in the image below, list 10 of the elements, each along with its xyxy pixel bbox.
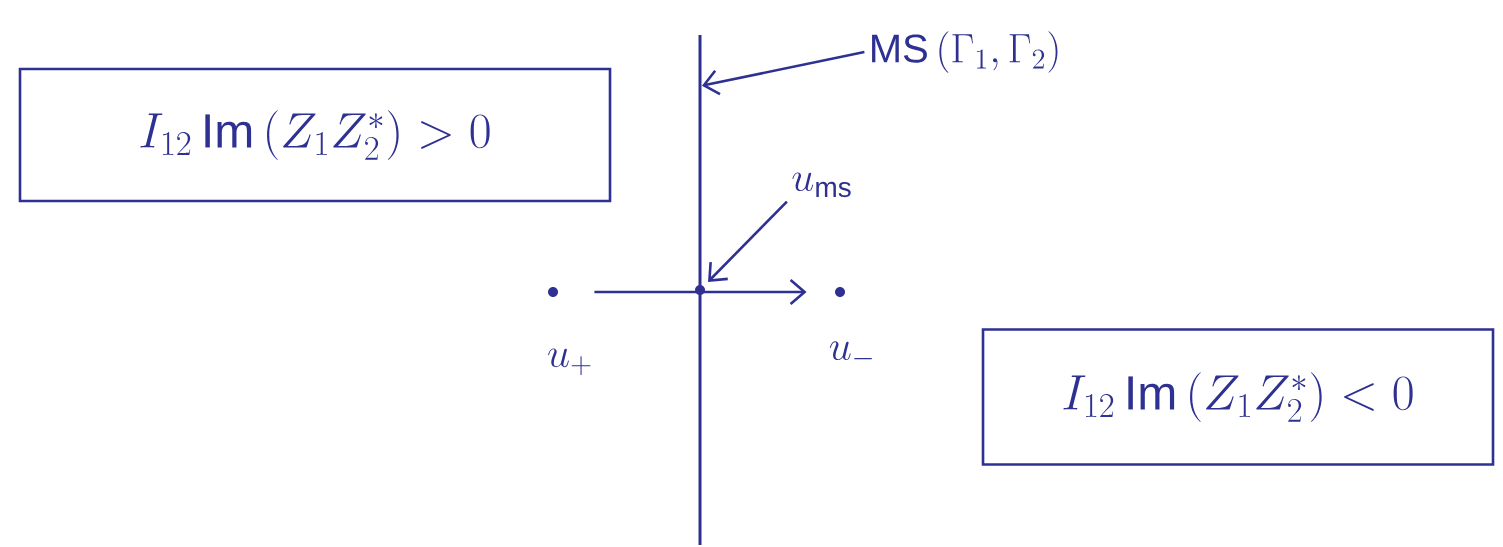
formula-box: $I_{12}\,\mathrm{Im}\left(Z_1 Z_2^{*}\right) < 0$ (981, 328, 1495, 466)
leader-line (701, 50, 865, 96)
arrow (594, 279, 807, 305)
leader-line (708, 200, 788, 282)
label-text: $u_{\mathrm{ms}}$ (792, 172, 851, 198)
formula-box: $I_{12}\,\mathrm{Im}\left(Z_1 Z_2^{*}\right) > 0$ (18, 67, 612, 203)
label-text: $\mathrm{MS}\,(\Gamma_1,\Gamma_2)$ (872, 31, 1058, 73)
point-label: $u_{-}$ (829, 341, 872, 361)
wall-line (698, 35, 702, 545)
point-label: $u_{+}$ (548, 348, 591, 376)
